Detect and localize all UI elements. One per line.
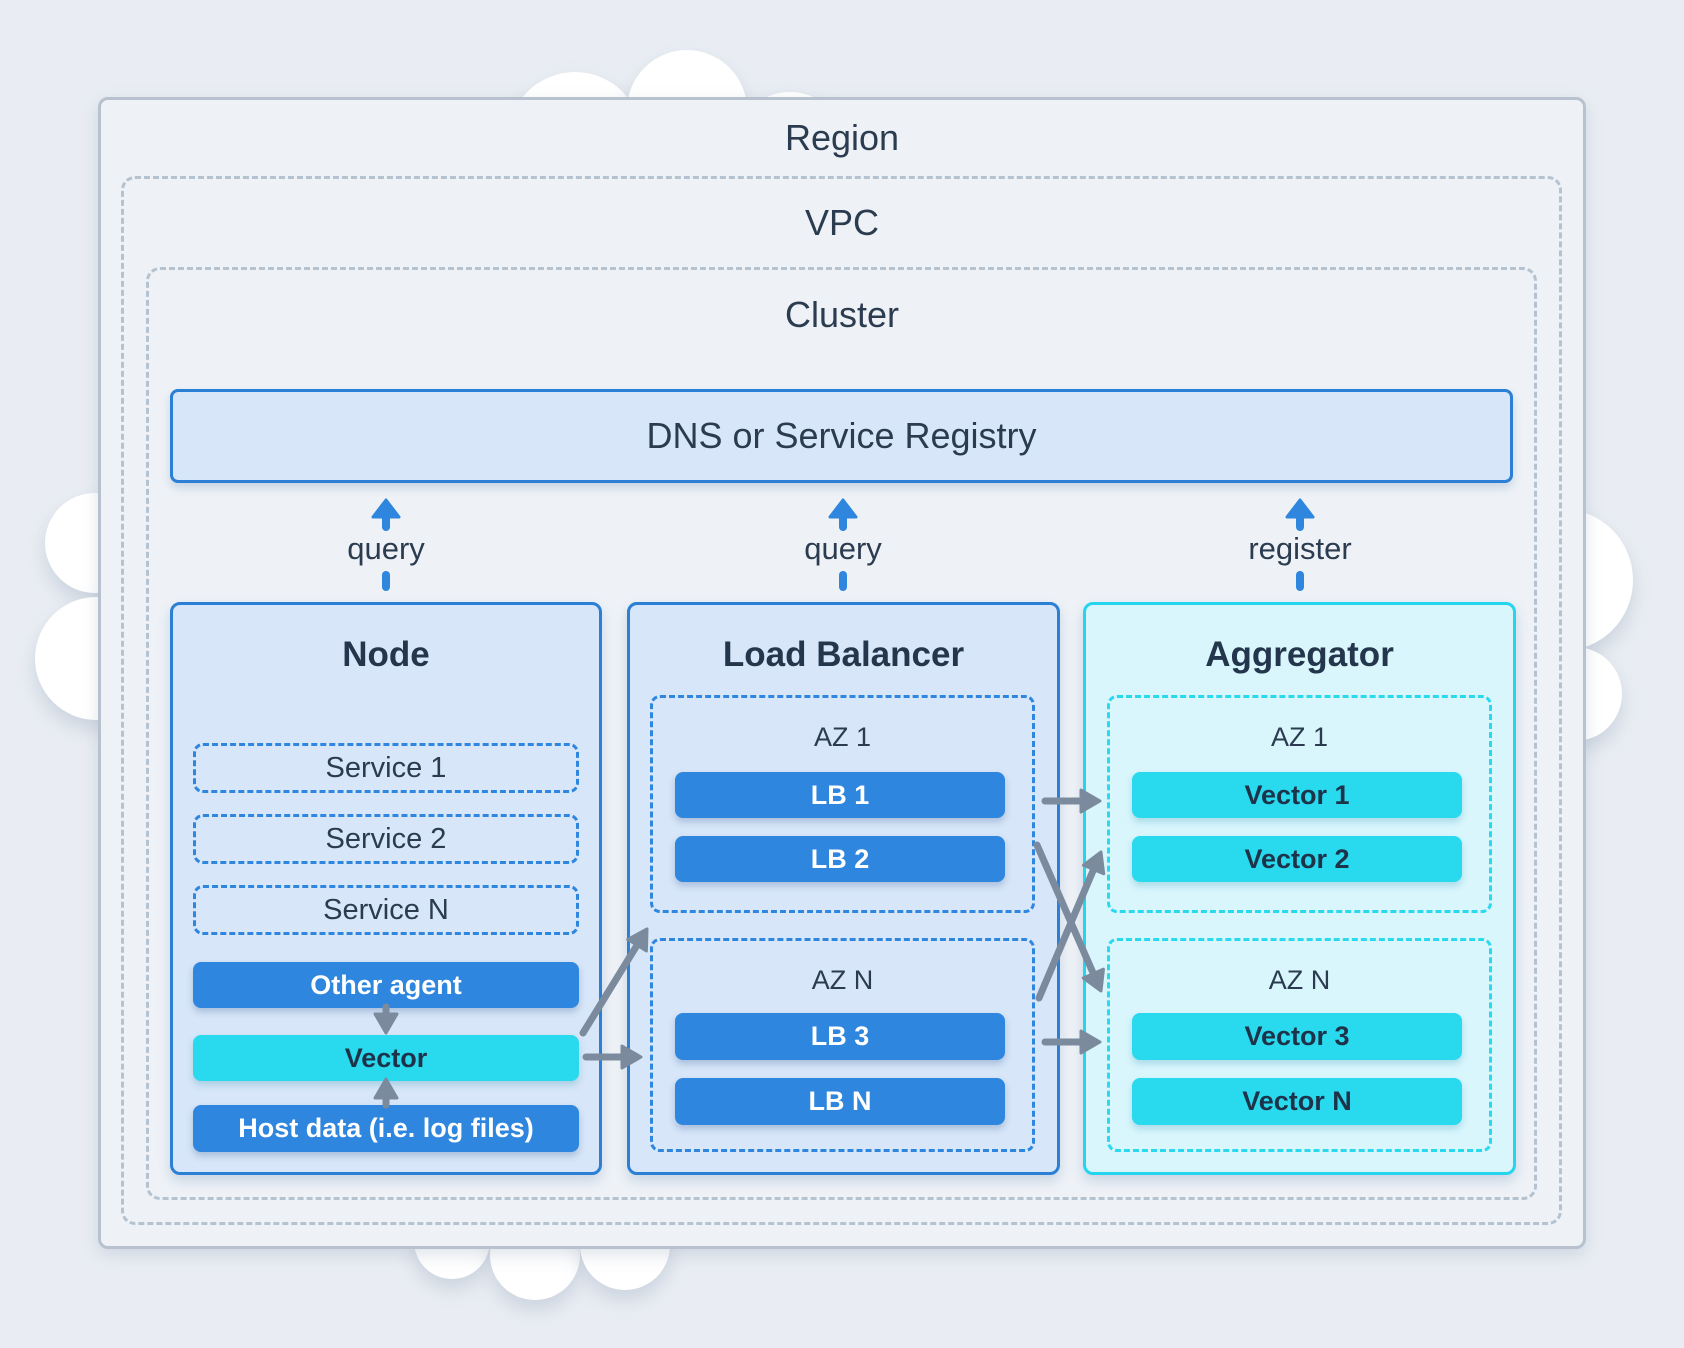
vector3-bar: Vector 3	[1132, 1013, 1462, 1060]
agg-az1-box: AZ 1 Vector 1 Vector 2	[1107, 695, 1492, 913]
other-agent-label: Other agent	[310, 969, 462, 1000]
lb3-label: LB 3	[810, 1021, 870, 1051]
dns-service-registry-label: DNS or Service Registry	[646, 415, 1037, 456]
query-label-load-balancer: query	[804, 531, 882, 566]
lb1-bar: LB 1	[675, 772, 1005, 818]
vector-label: Vector	[344, 1042, 428, 1073]
cluster-box	[146, 267, 1537, 1200]
node-title: Node	[342, 635, 430, 674]
service-2-label: Service 2	[325, 822, 447, 855]
cluster-label: Cluster	[784, 294, 900, 335]
aggregator-panel: Aggregator AZ 1 Vector 1 Vector 2 AZ N V…	[1083, 602, 1516, 1175]
lbn-bar: LB N	[675, 1078, 1005, 1125]
vector3-label: Vector 3	[1244, 1021, 1350, 1051]
load-balancer-title: Load Balancer	[722, 635, 965, 674]
load-balancer-panel: Load Balancer AZ 1 LB 1 LB 2 AZ N LB 3 L…	[627, 602, 1060, 1175]
lb-azn-box: AZ N LB 3 LB N	[650, 938, 1035, 1152]
vpc-box	[121, 176, 1562, 1225]
agg-azn-label: AZ N	[1268, 965, 1331, 995]
register-label-aggregator: register	[1248, 531, 1352, 566]
vectorn-bar: Vector N	[1132, 1078, 1462, 1125]
vector1-bar: Vector 1	[1132, 772, 1462, 818]
agg-azn-box: AZ N Vector 3 Vector N	[1107, 938, 1492, 1152]
lb-az1-label: AZ 1	[813, 722, 872, 752]
vpc-label: VPC	[804, 202, 880, 243]
host-data-bar: Host data (i.e. log files)	[193, 1105, 579, 1152]
lb-azn-label: AZ N	[811, 965, 874, 995]
service-n-box: Service N	[193, 885, 579, 935]
vector2-label: Vector 2	[1244, 843, 1350, 874]
lbn-label: LB N	[808, 1086, 872, 1116]
dns-service-registry-box: DNS or Service Registry	[170, 389, 1513, 483]
lb3-bar: LB 3	[675, 1013, 1005, 1060]
lb-az1-box: AZ 1 LB 1 LB 2	[650, 695, 1035, 913]
service-1-label: Service 1	[325, 751, 447, 784]
other-agent-bar: Other agent	[193, 962, 579, 1008]
node-panel: Node Service 1 Service 2 Service N Other…	[170, 602, 602, 1175]
service-2-box: Service 2	[193, 814, 579, 864]
lb2-bar: LB 2	[675, 836, 1005, 882]
lb1-label: LB 1	[810, 779, 870, 810]
service-n-label: Service N	[323, 893, 449, 926]
query-label-node: query	[347, 531, 425, 566]
vector2-bar: Vector 2	[1132, 836, 1462, 882]
aggregator-title: Aggregator	[1205, 635, 1394, 674]
vector-bar: Vector	[193, 1035, 579, 1081]
region-label: Region	[784, 117, 900, 158]
vectorn-label: Vector N	[1242, 1086, 1352, 1116]
host-data-label: Host data (i.e. log files)	[238, 1113, 534, 1143]
agg-az1-label: AZ 1	[1270, 722, 1329, 752]
lb2-label: LB 2	[810, 843, 870, 874]
vector1-label: Vector 1	[1244, 779, 1350, 810]
service-1-box: Service 1	[193, 743, 579, 793]
